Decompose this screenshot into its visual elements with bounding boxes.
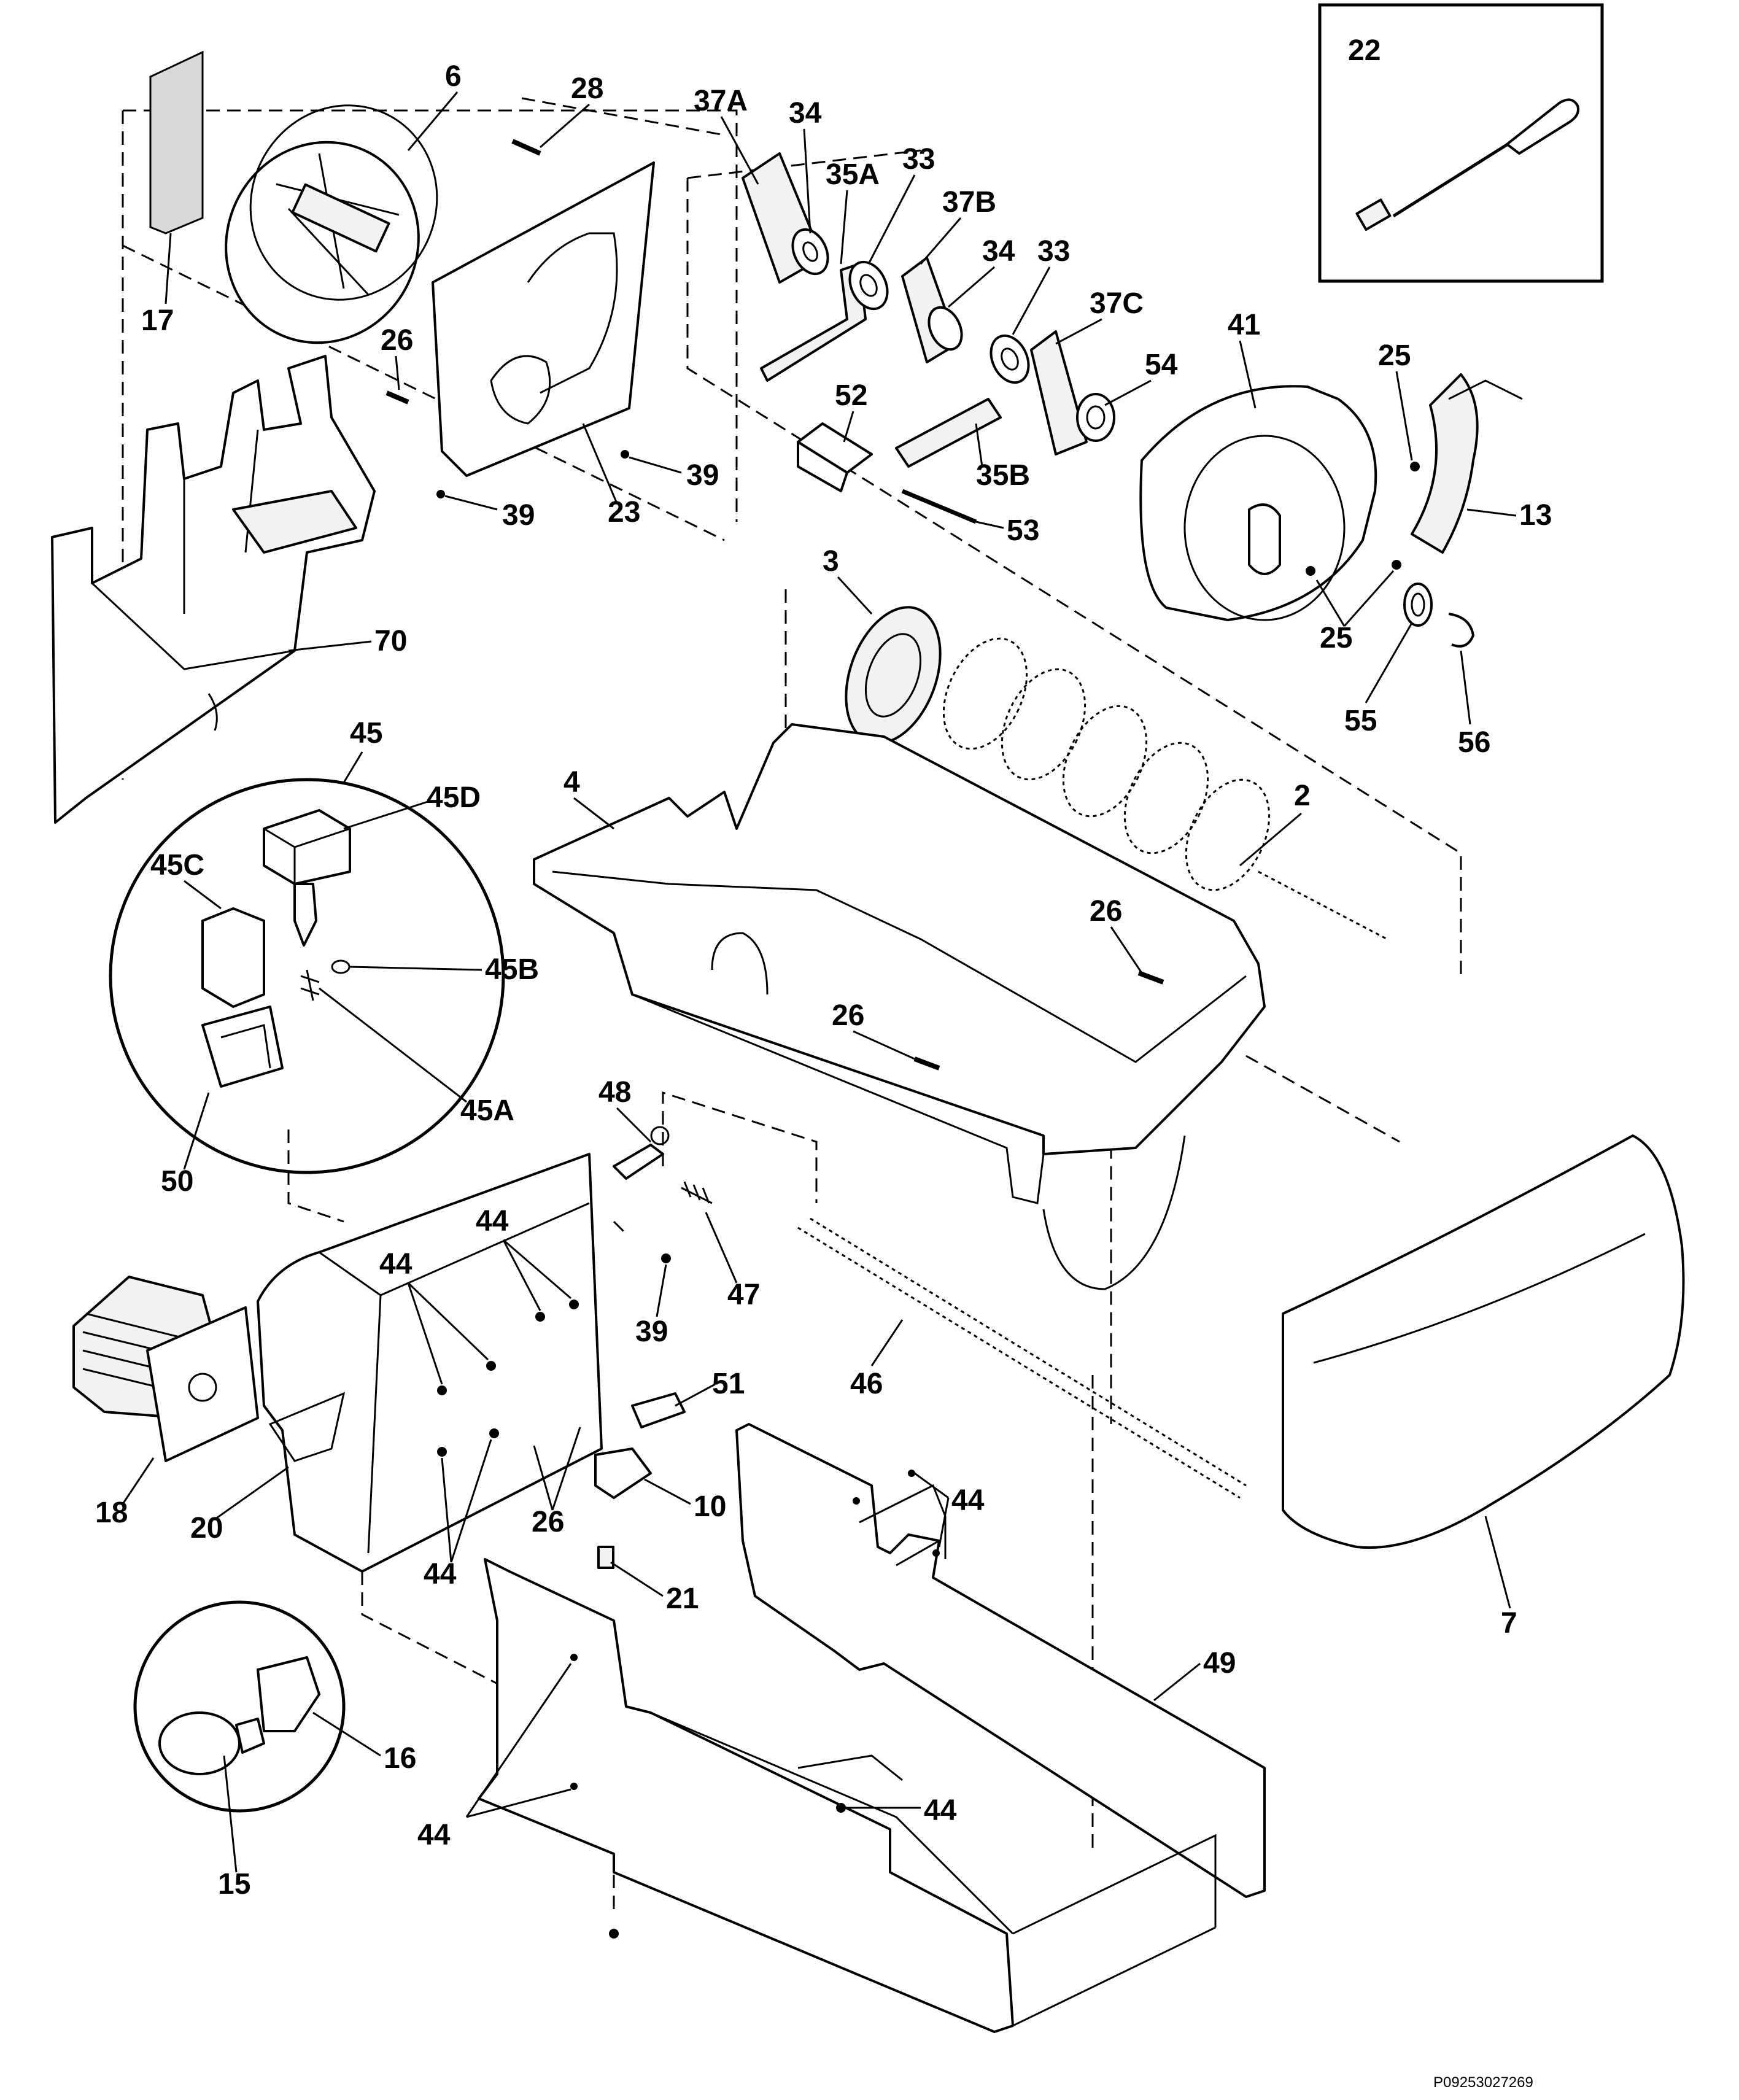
part-2: 2 (942, 637, 1388, 940)
part-54: 54 (1076, 349, 1178, 442)
label-45C: 45C (150, 849, 204, 881)
part-51-10-21: 51 10 21 (594, 1368, 745, 1615)
part-25-screws: 25 25 (1306, 339, 1420, 654)
bottom-tray: 44 44 (417, 1558, 1217, 2033)
label-55: 55 (1344, 705, 1377, 737)
part-28: 28 (511, 72, 603, 156)
label-44d: 44 (951, 1484, 985, 1517)
label-26d: 26 (532, 1506, 564, 1538)
part-26-screw: 26 (381, 324, 413, 405)
label-16: 16 (384, 1742, 416, 1775)
label-21: 21 (666, 1583, 699, 1615)
part-22-inset: 22 (1318, 3, 1604, 283)
label-26c: 26 (832, 999, 864, 1032)
label-3: 3 (823, 545, 839, 578)
part-46: 46 (797, 1217, 1247, 1499)
label-33a: 33 (902, 143, 935, 176)
label-48: 48 (598, 1076, 631, 1109)
drawing-code: P09253027269 (1433, 2074, 1533, 2091)
label-34a: 34 (789, 97, 822, 130)
label-28: 28 (571, 72, 603, 105)
label-44c: 44 (424, 1558, 457, 1590)
label-34b: 34 (982, 235, 1015, 268)
label-23: 23 (608, 496, 640, 529)
label-22: 22 (1348, 34, 1381, 67)
label-45B: 45B (485, 953, 539, 986)
label-26b: 26 (1090, 895, 1122, 928)
label-25a: 25 (1378, 339, 1411, 372)
part-44-box-screws: 44 44 44 26 (379, 1205, 581, 1590)
label-13: 13 (1519, 499, 1552, 532)
label-44a: 44 (379, 1248, 412, 1281)
label-25b: 25 (1320, 622, 1352, 654)
label-15: 15 (218, 1868, 250, 1900)
part-26-bucket-screws: 26 26 (832, 895, 1164, 1071)
cam-assembly: 37A 34 35A 33 37B 34 33 37C (694, 85, 1144, 455)
label-6: 6 (445, 60, 462, 93)
label-37B: 37B (942, 186, 996, 219)
label-46: 46 (850, 1368, 883, 1400)
part-35B: 35B (895, 398, 1030, 492)
label-10: 10 (694, 1490, 726, 1523)
label-56: 56 (1458, 726, 1490, 759)
label-2: 2 (1294, 780, 1311, 812)
label-35B: 35B (976, 459, 1030, 492)
label-45: 45 (350, 717, 382, 750)
label-35A: 35A (826, 158, 880, 191)
label-37A: 37A (694, 85, 748, 117)
part-20: 20 (190, 1153, 603, 1573)
label-54: 54 (1145, 349, 1178, 381)
label-39b: 39 (686, 459, 719, 492)
label-26a: 26 (381, 324, 413, 357)
part-13: 13 (1411, 373, 1552, 554)
part-52-53: 52 53 (797, 379, 1039, 547)
part-3: 3 (823, 545, 942, 745)
label-44f: 44 (417, 1819, 451, 1851)
part-45-inset: 45 45D 45C 45B 45A 50 (109, 717, 539, 1198)
part-18: 18 (72, 1276, 259, 1529)
part-17: 17 (141, 50, 204, 337)
label-49: 49 (1203, 1647, 1236, 1680)
part-55-56: 55 56 (1344, 583, 1490, 759)
part-49: 49 44 (735, 1423, 1266, 1898)
part-23: 23 (432, 161, 655, 529)
label-17: 17 (141, 304, 174, 337)
label-44b: 44 (476, 1205, 509, 1238)
label-45A: 45A (460, 1095, 514, 1127)
part-48-47-39: 48 47 39 (598, 1076, 760, 1348)
label-52: 52 (835, 379, 867, 412)
label-18: 18 (95, 1497, 128, 1529)
label-53: 53 (1007, 514, 1039, 547)
label-39c: 39 (635, 1315, 668, 1348)
label-37C: 37C (1090, 287, 1144, 320)
label-39a: 39 (502, 499, 535, 532)
label-41: 41 (1228, 309, 1260, 341)
label-4: 4 (564, 766, 580, 799)
part-6: 6 (225, 60, 462, 344)
part-41: 41 (1139, 309, 1377, 621)
label-51: 51 (712, 1368, 745, 1400)
label-47: 47 (727, 1279, 760, 1311)
part-7: 7 (1282, 1134, 1685, 1640)
part-15-16-inset: 16 15 (133, 1600, 416, 1900)
part-39-screws: 39 39 (436, 450, 719, 532)
label-70: 70 (374, 625, 407, 657)
part-4: 4 (533, 723, 1266, 1290)
label-50: 50 (161, 1165, 193, 1198)
label-45D: 45D (427, 781, 481, 814)
label-33b: 33 (1037, 235, 1070, 268)
label-44e: 44 (924, 1794, 957, 1827)
label-7: 7 (1501, 1607, 1517, 1640)
part-70: 70 (51, 355, 407, 824)
